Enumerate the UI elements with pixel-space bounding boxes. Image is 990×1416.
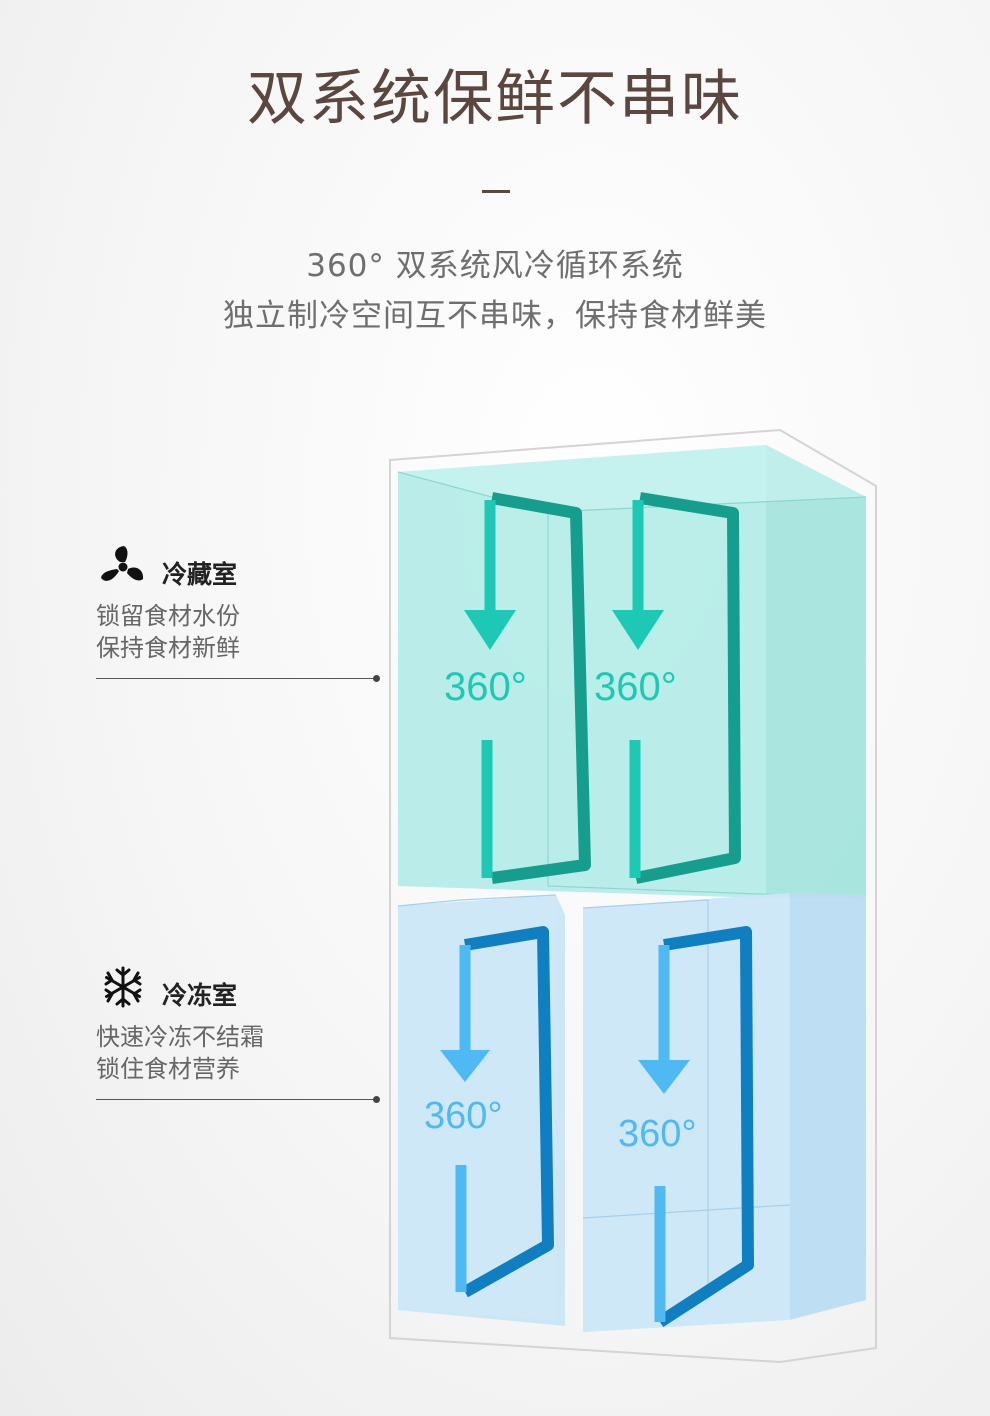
freezer-leader-line bbox=[96, 1099, 376, 1100]
freezer-right-360-label: 360° bbox=[618, 1113, 697, 1155]
fridge-zone-desc-1: 锁留食材水份 bbox=[96, 602, 240, 630]
title-divider bbox=[482, 190, 510, 193]
fridge-leader-dot bbox=[373, 675, 380, 682]
subtitle-line-1: 360° 双系统风冷循环系统 bbox=[306, 248, 684, 284]
freezer-airflow-left bbox=[440, 926, 554, 1298]
freezer-zone-title: 冷冻室 bbox=[162, 981, 238, 1010]
snowflake-icon bbox=[104, 966, 142, 1008]
freezer-left-360-label: 360° bbox=[424, 1095, 503, 1137]
fan-icon bbox=[101, 546, 144, 581]
freezer-compartment-right bbox=[583, 893, 866, 1332]
subtitle-line-2: 独立制冷空间互不串味，保持食材鲜美 bbox=[223, 298, 767, 334]
freezer-zone-desc-2: 锁住食材营养 bbox=[96, 1055, 240, 1083]
fridge-left-360-label: 360° bbox=[444, 665, 527, 709]
freezer-airflow-right bbox=[638, 926, 754, 1328]
cabinet-outline bbox=[389, 428, 877, 1364]
fridge-airflow-left bbox=[464, 492, 591, 884]
freezer-zone-desc-1: 快速冷冻不结霜 bbox=[96, 1023, 264, 1051]
fridge-leader-line bbox=[96, 678, 376, 679]
page-title: 双系统保鲜不串味 bbox=[247, 64, 743, 134]
fridge-zone-desc-2: 保持食材新鲜 bbox=[96, 634, 240, 662]
freezer-leader-dot bbox=[373, 1096, 380, 1103]
fridge-zone-title: 冷藏室 bbox=[162, 560, 238, 589]
freezer-compartment-left bbox=[398, 895, 565, 1326]
fridge-right-360-label: 360° bbox=[594, 665, 677, 709]
fridge-airflow-right bbox=[612, 492, 741, 884]
